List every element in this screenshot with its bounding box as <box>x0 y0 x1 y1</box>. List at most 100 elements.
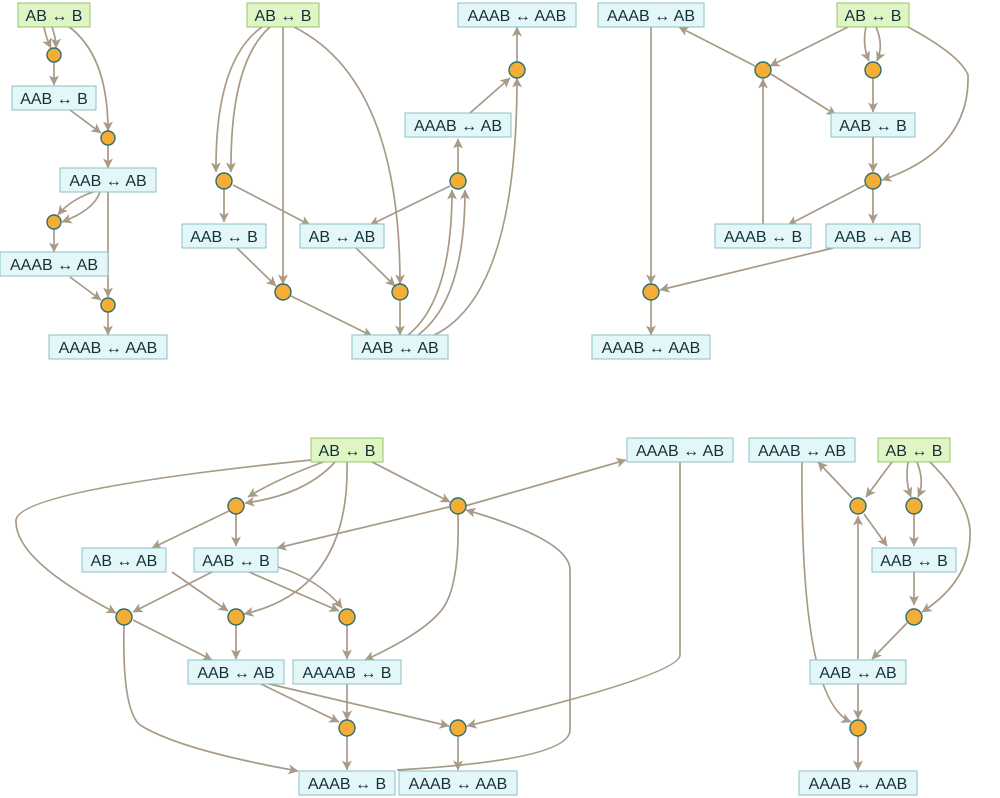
event-node <box>100 297 116 313</box>
event-node <box>449 497 467 515</box>
event-node <box>338 608 356 626</box>
state-node: AAB ↔ AB <box>59 167 157 193</box>
state-label: AAAB ↔ B <box>308 776 386 793</box>
edge <box>817 461 853 499</box>
graph-2: AB ↔ B AAB ↔ B AB ↔ AB AAAB ↔ AB AAAB ↔ … <box>181 2 577 360</box>
edge <box>67 25 113 132</box>
edge <box>921 461 971 613</box>
state-node: AAAB ↔ B <box>714 223 812 249</box>
state-node: AAB ↔ AB <box>187 659 285 685</box>
edge <box>659 247 834 293</box>
state-node: AB ↔ AB <box>299 223 385 249</box>
state-node: AB ↔ B <box>836 2 910 28</box>
edge <box>293 26 405 285</box>
event-node <box>115 608 133 626</box>
edge <box>881 26 969 182</box>
state-label: AAAB ↔ AB <box>414 118 502 135</box>
edge <box>264 682 450 729</box>
state-node: AAAB ↔ AB <box>626 437 734 463</box>
state-node: AAAB ↔ AAB <box>798 770 918 796</box>
edge <box>417 189 470 336</box>
state-node: AAAB ↔ AAB <box>48 334 168 360</box>
edge <box>875 26 886 62</box>
state-label: AAAB ↔ AAB <box>409 776 508 793</box>
edge <box>801 461 852 723</box>
graph-5-edges <box>801 461 971 771</box>
edge <box>151 510 230 549</box>
edge <box>865 461 893 498</box>
state-label: AAB ↔ AB <box>69 173 146 190</box>
state-node: AAAB ↔ B <box>298 770 396 796</box>
edge <box>860 26 870 62</box>
edge <box>236 247 277 287</box>
graph-3: AAAB ↔ AB AB ↔ B AAB ↔ B AAAB ↔ B AAB ↔ … <box>591 2 969 360</box>
event-node <box>46 47 62 63</box>
state-label: AB ↔ AB <box>309 229 376 246</box>
event-node <box>449 172 467 190</box>
state-node: AB ↔ B <box>17 2 91 28</box>
event-node <box>905 497 923 515</box>
state-label: AAB ↔ AB <box>361 340 438 357</box>
edge <box>277 566 343 609</box>
state-node: AAB ↔ AB <box>809 659 907 685</box>
edge <box>290 295 373 337</box>
state-label: AB ↔ AB <box>91 553 158 570</box>
state-node: AB ↔ AB <box>81 547 167 573</box>
event-node <box>754 61 772 79</box>
edge <box>678 26 756 67</box>
edge <box>69 109 102 134</box>
state-label: AB ↔ B <box>255 8 312 25</box>
edge <box>171 571 229 612</box>
edge <box>243 461 348 617</box>
state-label: AAAB ↔ B <box>724 229 802 246</box>
state-node: AAAB ↔ AB <box>748 437 856 463</box>
edge <box>61 191 101 224</box>
edge <box>787 184 866 226</box>
event-node <box>100 130 116 146</box>
event-node <box>449 719 467 737</box>
state-label: AAB ↔ B <box>190 229 258 246</box>
state-node: AAB ↔ B <box>181 223 267 249</box>
state-label: AAAB ↔ AAB <box>59 340 158 357</box>
state-node: AB ↔ B <box>310 437 384 463</box>
edge <box>464 457 627 507</box>
edge <box>122 624 299 775</box>
edge <box>132 619 213 661</box>
edge <box>429 77 522 338</box>
edge <box>42 26 52 49</box>
event-node <box>508 61 526 79</box>
event-node <box>642 283 660 301</box>
edge <box>769 26 849 67</box>
state-label: AAB ↔ AB <box>834 229 911 246</box>
state-node: AAAB ↔ AAB <box>457 2 577 28</box>
state-node: AB ↔ B <box>246 2 320 28</box>
state-label: AAB ↔ B <box>20 91 88 108</box>
edge <box>407 189 457 336</box>
graph-4: AB ↔ B AAAB ↔ AB AB ↔ AB AAB ↔ B AAB ↔ A… <box>15 437 734 796</box>
edge <box>57 191 94 216</box>
state-label: AAAB ↔ AB <box>636 443 724 460</box>
edge <box>863 513 888 547</box>
edge <box>132 571 213 613</box>
state-label: AAB ↔ AB <box>197 665 274 682</box>
state-label: AAAB ↔ AB <box>758 443 846 460</box>
graph-4-edges <box>15 457 681 775</box>
state-node: AAAAB ↔ B <box>292 659 402 685</box>
state-node: AAB ↔ AB <box>825 223 921 249</box>
event-node <box>849 497 867 515</box>
state-label: AAAB ↔ AAB <box>809 776 908 793</box>
state-label: AAB ↔ B <box>202 553 270 570</box>
event-node <box>864 172 882 190</box>
state-label: AAB ↔ AB <box>819 665 896 682</box>
state-node: AAAB ↔ AAB <box>591 334 711 360</box>
state-label: AAAB ↔ AB <box>10 257 98 274</box>
edge <box>247 461 324 498</box>
state-label: AAB ↔ B <box>880 553 948 570</box>
edge <box>69 276 102 301</box>
state-node: AB ↔ B <box>877 437 951 463</box>
state-node: AAB ↔ B <box>830 112 916 138</box>
state-node: AAAB ↔ AB <box>0 251 109 277</box>
edge <box>260 683 340 723</box>
edge <box>225 26 271 173</box>
